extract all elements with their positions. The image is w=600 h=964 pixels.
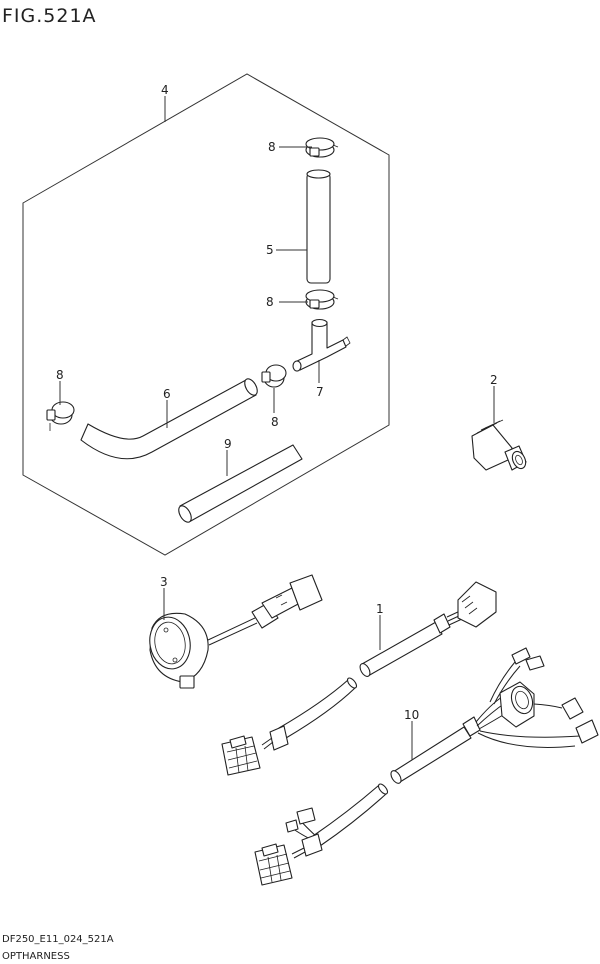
callout-6: 6 [163,387,171,401]
callout-4: 4 [161,83,169,97]
part-8-clip-top[interactable] [305,137,339,158]
callout-leaders [59,96,495,760]
callout-7: 7 [316,385,324,399]
callout-8-top: 8 [268,140,276,154]
callout-8-right: 8 [271,415,279,429]
callout-5: 5 [266,243,274,257]
callout-8-middle: 8 [266,295,274,309]
kit-outline-part-4 [22,73,390,556]
part-8-clip-middle[interactable] [305,289,339,310]
part-2-plug-fitting[interactable] [471,419,528,471]
figure-title: FIG.521A [2,5,97,27]
drawing-code: DF250_E11_024_521A [2,934,114,945]
callout-1: 1 [376,602,384,616]
callout-2: 2 [490,373,498,387]
part-3-sensor-assembly[interactable] [146,574,323,689]
callout-10: 10 [404,708,419,722]
part-6-bent-hose[interactable] [80,377,260,460]
part-8-clip-right[interactable] [261,364,287,388]
part-10-harness[interactable] [254,647,599,886]
callout-3: 3 [160,575,168,589]
part-8-clip-left[interactable] [46,401,75,431]
part-7-tee-joint[interactable] [292,318,351,372]
callout-9: 9 [224,437,232,451]
part-1-harness[interactable] [221,581,497,776]
part-5-hose[interactable] [306,169,331,284]
section-name: OPTHARNESS [2,951,70,962]
part-9-straight-hose[interactable] [176,444,303,524]
callout-8-left: 8 [56,368,64,382]
